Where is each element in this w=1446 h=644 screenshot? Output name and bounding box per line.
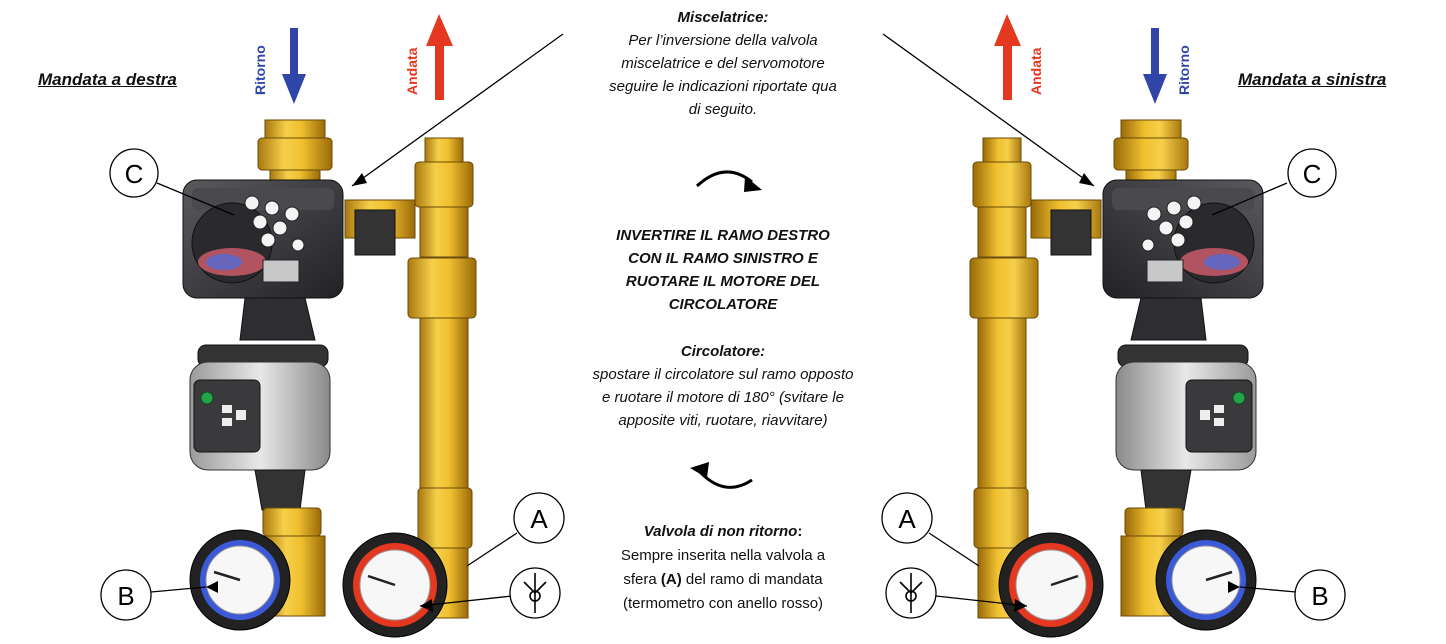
left-flow-label: Andata (404, 47, 420, 95)
pump-line: e ruotare il motore di 180° (svitare le (602, 389, 844, 406)
check-valve-line: Sempre inserita nella valvola a (620, 547, 826, 564)
mixer-title: Miscelatrice: (677, 9, 769, 26)
invert-line: RUOTARE IL MOTORE DEL (625, 273, 821, 290)
callout-c-right-letter: C (1303, 159, 1322, 189)
invert-line: INVERTIRE IL RAMO DESTRO (616, 227, 830, 244)
left-pump-group (181, 118, 478, 639)
right-heading: Mandata a sinistra (1238, 70, 1387, 89)
check-valve-title: Valvola di non ritorno (643, 523, 798, 540)
invert-line: CIRCOLATORE (668, 296, 778, 313)
right-flow-label: Andata (1028, 47, 1044, 95)
leader-lines (150, 33, 1297, 607)
callout-c-left (109, 148, 159, 198)
pump-line: spostare il circolatore sul ramo opposto (592, 366, 854, 383)
callout-a-right (881, 492, 933, 544)
pump-line: apposite viti, ruotare, riavvitare) (618, 412, 828, 429)
left-flow-arrow (426, 14, 453, 100)
callout-b-left-letter: B (117, 581, 134, 611)
right-flow-arrow (994, 14, 1021, 100)
pump-block: Circolatore: spostare il circolatore sul… (558, 340, 888, 432)
rotate-clockwise-icon (744, 176, 762, 192)
callout-c-right (1287, 148, 1337, 198)
right-pump-group (968, 118, 1265, 639)
check-valve-line-post: del ramo di mandata (681, 571, 823, 588)
mixer-line: Per l’inversione della valvola (628, 32, 818, 49)
right-return-label: Ritorno (1176, 45, 1192, 95)
check-valve-line: (termometro con anello rosso) (622, 595, 824, 612)
callout-a-right-letter: A (898, 504, 916, 534)
left-return-arrow (282, 28, 306, 104)
check-valve-icon (523, 573, 547, 613)
left-return-label: Ritorno (252, 45, 268, 95)
mixer-line: miscelatrice e del servomotore (621, 55, 825, 72)
right-return-arrow (1143, 28, 1167, 104)
callout-c-left-letter: C (125, 159, 144, 189)
rotate-arrows (695, 170, 753, 489)
callout-b-right (1294, 569, 1346, 621)
check-valve-line-pre: sfera (623, 571, 661, 588)
left-heading: Mandata a destra (38, 70, 177, 89)
callout-b-left (100, 569, 152, 621)
callout-b-right-letter: B (1311, 581, 1328, 611)
invert-instruction: INVERTIRE IL RAMO DESTRO CON IL RAMO SIN… (578, 224, 868, 316)
check-valve-colon: : (797, 523, 803, 540)
mixer-line: di seguito. (688, 101, 758, 118)
mixer-block: Miscelatrice: Per l’inversione della val… (568, 6, 878, 121)
check-valve-icon (899, 573, 923, 613)
leader-arrowheads (206, 173, 1240, 612)
callout-a-left-letter: A (530, 504, 548, 534)
pump-title: Circolatore: (680, 343, 766, 360)
mixer-line: seguire le indicazioni riportate qua (609, 78, 837, 95)
callout-a-left (513, 492, 565, 544)
check-valve-block: Valvola di non ritorno: Sempre inserita … (592, 520, 854, 616)
check-valve-line-bold: (A) (660, 571, 682, 588)
invert-line: CON IL RAMO SINISTRO E (628, 250, 818, 267)
rotate-counterclockwise-icon (690, 462, 709, 478)
